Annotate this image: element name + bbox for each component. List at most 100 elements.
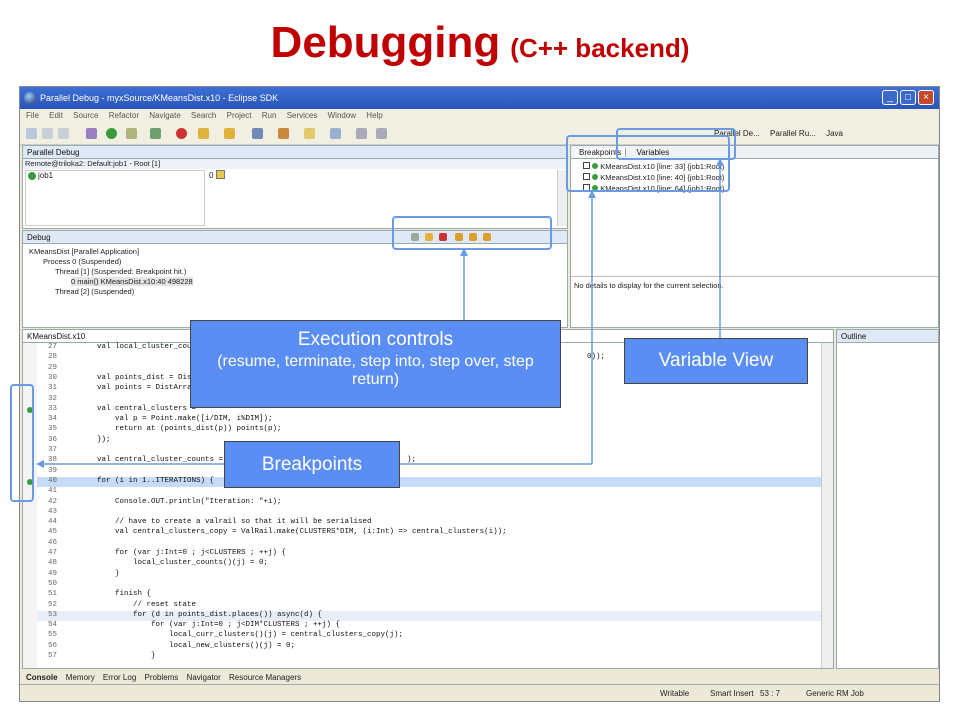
code-line[interactable]: 56 local_new_clusters()(j) = 0; xyxy=(37,642,821,652)
vertical-scrollbar[interactable] xyxy=(557,170,567,226)
tab-outline[interactable]: Outline xyxy=(837,330,938,343)
perspective-java[interactable]: Java xyxy=(826,129,843,138)
menu-run[interactable]: Run xyxy=(261,111,277,120)
code-line[interactable]: 42 Console.OUT.println("Iteration: "+i); xyxy=(37,498,821,508)
checkbox-icon[interactable] xyxy=(583,162,590,169)
debug-tree-thread2[interactable]: Thread [2] (Suspended) xyxy=(55,287,135,296)
annotation-icon[interactable] xyxy=(278,128,289,139)
next-annotation-icon[interactable] xyxy=(330,128,341,139)
tab-memory[interactable]: Memory xyxy=(65,673,95,682)
tab-breakpoints[interactable]: Breakpoints xyxy=(575,148,627,157)
suspend-icon[interactable] xyxy=(425,233,433,241)
code-line[interactable]: 48 local_cluster_counts()(j) = 0; xyxy=(37,559,821,569)
perspective-parallel-run[interactable]: Parallel Ru... xyxy=(770,129,816,138)
tab-parallel-debug-label: Parallel Debug xyxy=(27,148,80,157)
menu-edit[interactable]: Edit xyxy=(49,111,63,120)
tab-problems[interactable]: Problems xyxy=(144,673,179,682)
code-line[interactable]: 40 for (i in 1..ITERATIONS) { xyxy=(27,476,821,487)
code-line[interactable]: 33 val central_clusters = xyxy=(27,405,821,415)
new-class-icon[interactable] xyxy=(150,128,161,139)
step-return-icon[interactable] xyxy=(483,233,491,241)
menu-file[interactable]: File xyxy=(26,111,39,120)
code-line[interactable]: 49 } xyxy=(37,570,821,580)
code-line[interactable]: 30 val points_dist = Dist. xyxy=(37,374,821,384)
code-line[interactable]: 35 return at (points_dist(p)) points(p); xyxy=(37,425,821,435)
external-tools-icon[interactable] xyxy=(126,128,137,139)
menu-window[interactable]: Window xyxy=(327,111,357,120)
line-number: 48 xyxy=(47,559,57,568)
code-line[interactable]: 32 xyxy=(37,395,821,405)
save-icon[interactable] xyxy=(42,128,53,139)
menu-refactor[interactable]: Refactor xyxy=(108,111,139,120)
code-line[interactable]: 46 xyxy=(37,539,821,549)
code-line[interactable]: 44 // have to create a valrail so that i… xyxy=(37,518,821,528)
process-zero-icon[interactable] xyxy=(216,170,225,179)
code-line[interactable]: 57 } xyxy=(37,652,821,662)
back-icon[interactable] xyxy=(356,128,367,139)
code-line[interactable]: 37 xyxy=(37,446,821,456)
code-line[interactable]: 45 val central_clusters_copy = ValRail.m… xyxy=(37,528,821,538)
execution-controls-detail: (resume, terminate, step into, step over… xyxy=(217,353,534,388)
code-line[interactable]: 28 xyxy=(37,353,821,363)
tab-console[interactable]: Console xyxy=(26,673,58,682)
breakpoint-item[interactable]: KMeansDist.x10 [line: 40] {job1:Root} xyxy=(583,173,724,182)
code-line[interactable]: 47 for (var j:Int=0 ; j<CLUSTERS ; ++j) … xyxy=(37,549,821,559)
code-line[interactable]: 29 xyxy=(37,364,821,374)
debug-tree-thread1[interactable]: Thread [1] (Suspended: Breakpoint hit.) xyxy=(55,267,187,276)
debug-tree-frame[interactable]: 0 main() KMeansDist.x10:40 498228 xyxy=(71,277,193,286)
code-line[interactable]: 31 val points = DistArray. xyxy=(37,384,821,394)
code-text: val points = DistArray. xyxy=(61,384,201,393)
editor-scrollbar[interactable] xyxy=(821,343,833,668)
stop-icon[interactable] xyxy=(176,128,187,139)
tab-parallel-debug[interactable]: Parallel Debug xyxy=(23,146,567,159)
maximize-icon[interactable]: □ xyxy=(900,90,916,105)
task-icon[interactable] xyxy=(252,128,263,139)
code-line[interactable]: 34 val p = Point.make([i/DIM, i%DIM]); xyxy=(37,415,821,425)
edit-icon[interactable] xyxy=(304,128,315,139)
terminate-icon[interactable] xyxy=(439,233,447,241)
code-line[interactable]: 53 for (d in points_dist.places()) async… xyxy=(37,610,821,621)
code-line[interactable]: 50 xyxy=(37,580,821,590)
job-name[interactable]: job1 xyxy=(38,171,54,180)
step-into-icon[interactable] xyxy=(455,233,463,241)
run-icon[interactable] xyxy=(106,128,117,139)
breakpoint-item[interactable]: KMeansDist.x10 [line: 33] {job1:Root} xyxy=(583,162,724,171)
tab-resource-managers[interactable]: Resource Managers xyxy=(229,673,302,682)
code-line[interactable]: 55 local_curr_clusters()(j) = central_cl… xyxy=(37,631,821,641)
code-line[interactable]: 43 xyxy=(37,508,821,518)
forward-icon[interactable] xyxy=(376,128,387,139)
menu-search[interactable]: Search xyxy=(191,111,217,120)
print-icon[interactable] xyxy=(58,128,69,139)
line-number: 45 xyxy=(47,528,57,537)
debug-tree-app[interactable]: KMeansDist [Parallel Application] xyxy=(29,247,140,256)
minimize-icon[interactable]: _ xyxy=(882,90,898,105)
code-line[interactable]: 41 xyxy=(37,487,821,497)
open-type-icon[interactable] xyxy=(198,128,209,139)
code-line[interactable]: 36 }); xyxy=(37,436,821,446)
debug-run-icon[interactable] xyxy=(86,128,97,139)
perspective-parallel-debug[interactable]: Parallel De... xyxy=(714,129,760,138)
close-icon[interactable]: × xyxy=(918,90,934,105)
resume-icon[interactable] xyxy=(411,233,419,241)
menu-services[interactable]: Services xyxy=(286,111,318,120)
code-line[interactable]: 54 for (var j:Int=0 ; j<DIM*CLUSTERS ; +… xyxy=(37,621,821,631)
checkbox-icon[interactable] xyxy=(583,173,590,180)
code-line[interactable]: 39 xyxy=(37,467,821,477)
step-over-icon[interactable] xyxy=(469,233,477,241)
tab-variables[interactable]: Variables xyxy=(636,148,670,157)
code-line[interactable]: 52 // reset state xyxy=(37,601,821,611)
code-line[interactable]: 51 finish { xyxy=(37,590,821,600)
search-icon[interactable] xyxy=(224,128,235,139)
menu-help[interactable]: Help xyxy=(366,111,383,120)
menu-navigate[interactable]: Navigate xyxy=(149,111,181,120)
tab-error-log[interactable]: Error Log xyxy=(102,673,137,682)
tab-navigator[interactable]: Navigator xyxy=(186,673,221,682)
breakpoint-marker-icon[interactable] xyxy=(27,478,33,485)
menu-project[interactable]: Project xyxy=(226,111,252,120)
new-icon[interactable] xyxy=(26,128,37,139)
debug-tree-process[interactable]: Process 0 (Suspended) xyxy=(43,257,122,266)
breakpoint-marker-icon[interactable] xyxy=(27,406,33,413)
menu-source[interactable]: Source xyxy=(73,111,99,120)
